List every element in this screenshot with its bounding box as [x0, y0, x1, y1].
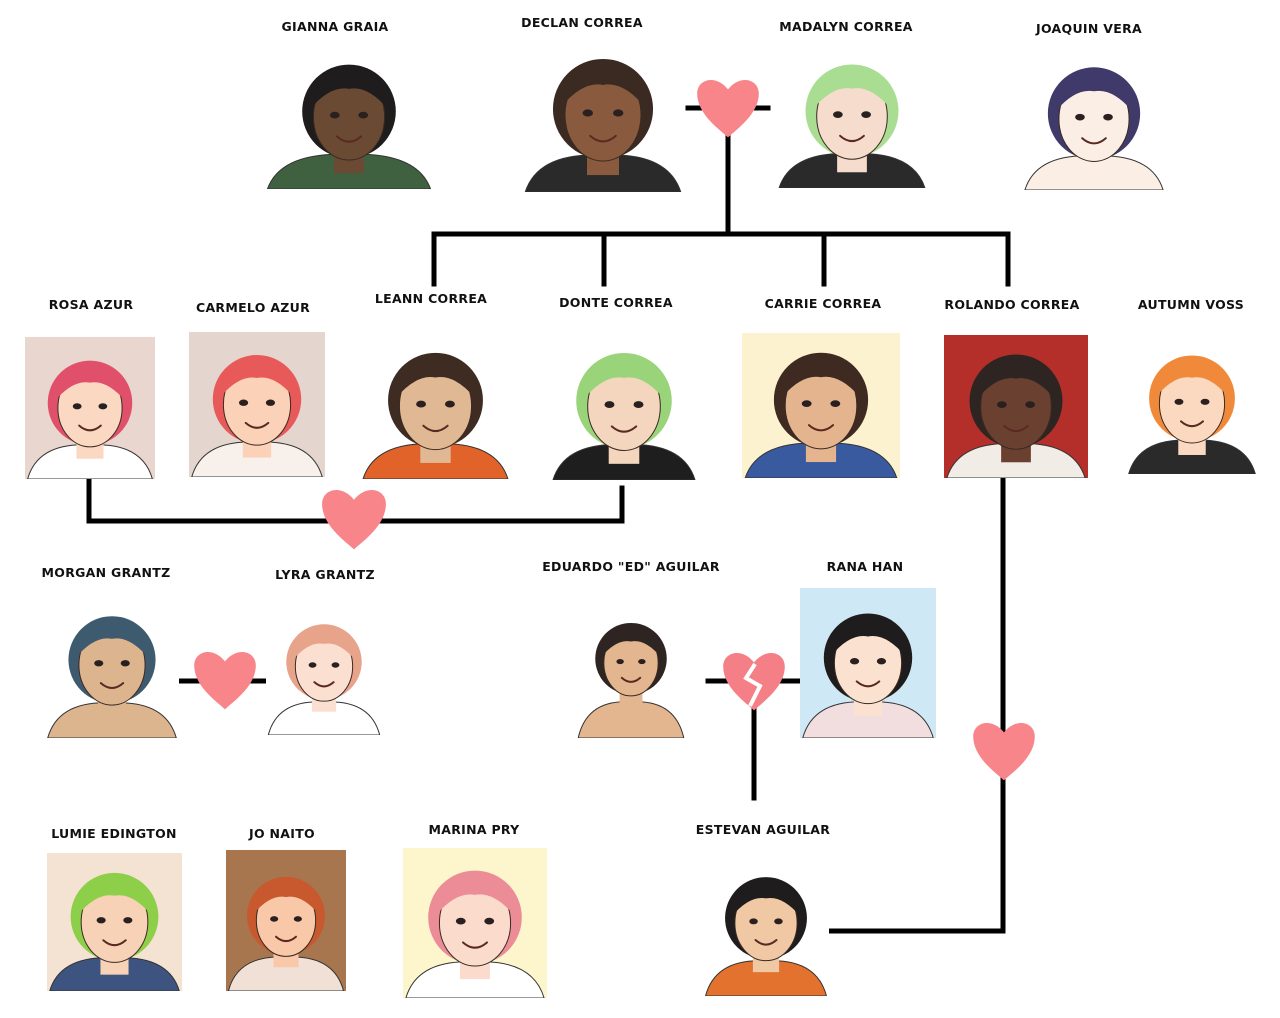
portrait-leann [360, 333, 511, 479]
name-donte: DONTE CORREA [559, 295, 673, 310]
heart-rolando-estevan [973, 723, 1035, 781]
portrait-declan [522, 38, 684, 192]
portrait-jo [226, 850, 346, 991]
portrait-morgan [45, 592, 179, 738]
heart-morgan-lyra [194, 652, 256, 710]
name-morgan: MORGAN GRANTZ [41, 565, 171, 580]
portrait-gianna [264, 45, 434, 189]
heart-rosa-donte [322, 489, 386, 550]
name-lyra: LYRA GRANTZ [275, 567, 375, 582]
name-rosa: ROSA AZUR [48, 297, 134, 312]
name-rana: RANA HAN [826, 559, 904, 574]
name-eduardo: EDUARDO "ED" AGUILAR [542, 559, 720, 574]
name-rolando: ROLANDO CORREA [944, 297, 1080, 312]
portrait-autumn [1126, 333, 1258, 474]
heart-declan-madalyn [697, 80, 759, 138]
portrait-eduardo [576, 588, 686, 738]
portrait-lumie [47, 853, 182, 991]
portrait-donte [550, 333, 698, 480]
name-marina: MARINA PRY [428, 822, 520, 837]
portrait-rosa [25, 337, 155, 479]
name-carrie: CARRIE CORREA [764, 296, 882, 311]
portrait-rana [800, 588, 936, 738]
portrait-estevan [703, 850, 829, 996]
broken-heart-eduardo-rana [723, 653, 785, 711]
name-autumn: AUTUMN VOSS [1137, 297, 1245, 312]
portrait-carmelo [189, 332, 325, 477]
portrait-carrie [742, 333, 900, 478]
name-lumie: LUMIE EDINGTON [51, 826, 177, 841]
portrait-marina [403, 848, 547, 998]
rolando-estevan-link [826, 477, 1006, 934]
name-carmelo: CARMELO AZUR [195, 300, 311, 315]
name-joaquin: JOAQUIN VERA [1036, 21, 1142, 36]
portrait-madalyn [776, 45, 928, 188]
name-estevan: ESTEVAN AGUILAR [695, 822, 831, 837]
name-gianna: GIANNA GRAIA [281, 19, 389, 34]
name-jo: JO NAITO [249, 826, 315, 841]
portrait-joaquin [1022, 48, 1166, 190]
portrait-rolando [944, 335, 1088, 478]
portrait-lyra [266, 598, 382, 735]
name-madalyn: MADALYN CORREA [779, 19, 913, 34]
name-leann: LEANN CORREA [374, 291, 488, 306]
name-declan: DECLAN CORREA [521, 15, 643, 30]
